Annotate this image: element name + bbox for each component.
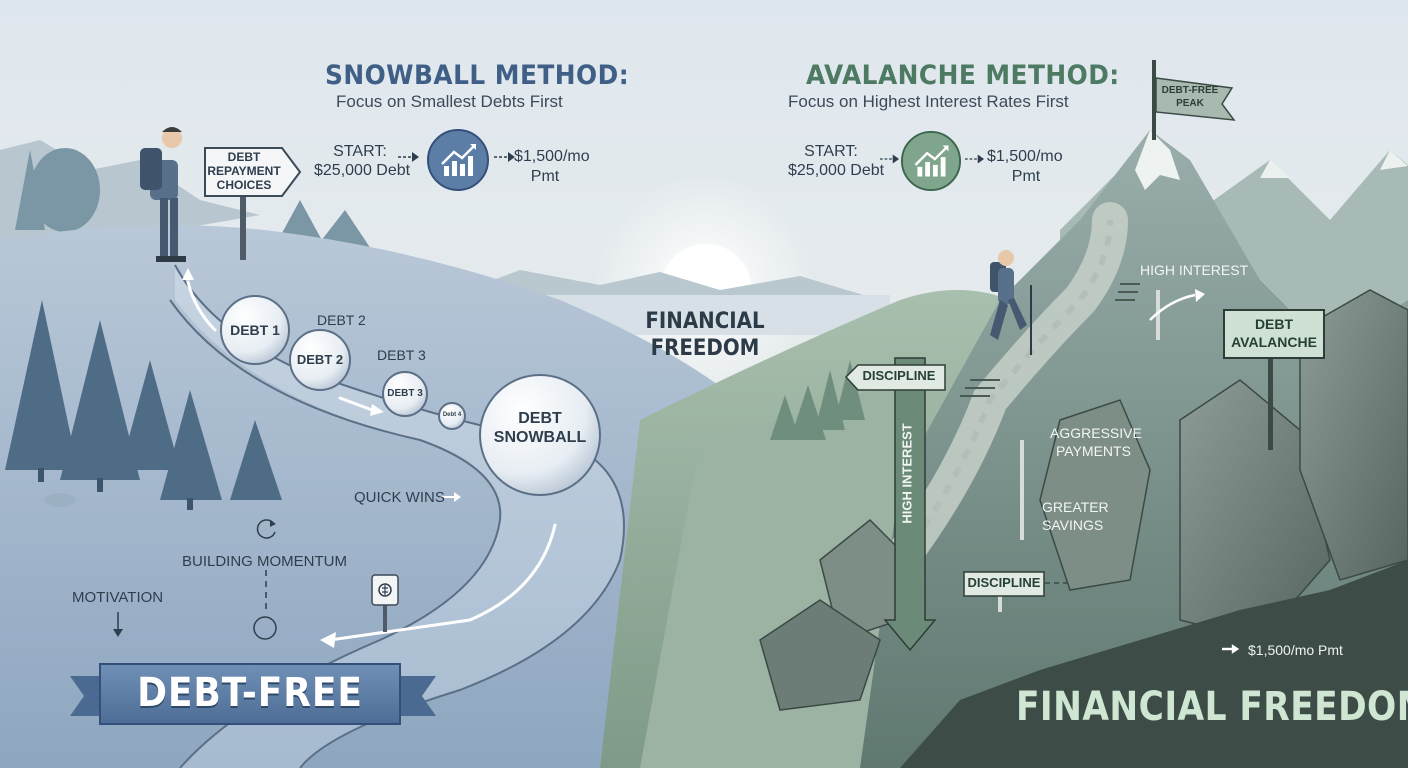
- financial-freedom-bottom-title: FINANCIAL FREEDOM: [1016, 684, 1408, 730]
- snowball-start-value: $25,000 Debt: [314, 162, 411, 179]
- financial-freedom-center-line-1: FINANCIAL: [645, 309, 765, 334]
- signpost-line-3: CHOICES: [216, 178, 272, 192]
- debt-snowball-line-2: SNOWBALL: [493, 429, 587, 446]
- flag-line-2: PEAK: [1176, 98, 1204, 109]
- snowball-payment-unit: Pmt: [530, 168, 560, 185]
- avalanche-payment: $1,500/mo: [987, 148, 1063, 165]
- avalanche-title: AVALANCHE METHOD:: [806, 60, 1120, 91]
- right-arrow-icon: [440, 490, 462, 504]
- avalanche-payment-unit: Pmt: [1011, 168, 1041, 185]
- debt-3-ball: DEBT 3: [387, 388, 423, 399]
- debt-2-label: DEBT 2: [317, 312, 366, 328]
- snowball-start-label: START:: [333, 143, 387, 160]
- right-arrow-icon: [494, 150, 516, 164]
- high-interest-top-label: HIGH INTEREST: [1140, 262, 1249, 278]
- building-momentum-label: BUILDING MOMENTUM: [182, 553, 347, 570]
- financial-freedom-center-line-2: FREEDOM: [650, 336, 760, 361]
- snowball-title: SNOWBALL METHOD:: [325, 60, 630, 91]
- quick-wins-label: QUICK WINS: [354, 489, 445, 506]
- high-interest-vertical-label: HIGH INTEREST: [899, 423, 915, 524]
- motivation-label: MOTIVATION: [72, 589, 164, 606]
- discipline-bottom-sign: DISCIPLINE: [967, 575, 1041, 590]
- discipline-top-sign: DISCIPLINE: [862, 368, 936, 383]
- debt-3-label: DEBT 3: [377, 347, 426, 363]
- aggressive-payments-line-2: PAYMENTS: [1056, 443, 1131, 459]
- right-arrow-icon: [398, 150, 420, 164]
- debt-1-ball: DEBT 1: [230, 322, 280, 338]
- snowball-subtitle: Focus on Smallest Debts First: [336, 92, 563, 111]
- signpost-line-2: REPAYMENT: [207, 164, 281, 178]
- avalanche-subtitle: Focus on Highest Interest Rates First: [788, 92, 1069, 111]
- avalanche-start-label: START:: [804, 143, 858, 160]
- aggressive-payments-line-1: AGGRESSIVE: [1050, 425, 1142, 441]
- down-arrow-icon: [112, 612, 124, 638]
- debt-avalanche-sign-line-2: AVALANCHE: [1231, 334, 1317, 350]
- greater-savings-line-2: SAVINGS: [1042, 517, 1104, 533]
- signpost-line-1: DEBT: [227, 150, 261, 164]
- right-arrow-icon: [1222, 642, 1240, 656]
- right-arrow-icon: [880, 152, 900, 166]
- snowball-chart-icon: [426, 128, 490, 192]
- refresh-icon: [254, 516, 280, 542]
- debt-avalanche-sign-line-1: DEBT: [1254, 316, 1294, 332]
- debt-snowball-line-1: DEBT: [518, 410, 562, 427]
- avalanche-chart-icon: [900, 130, 962, 192]
- debt-4-ball: Debt 4: [442, 412, 462, 418]
- greater-savings-line-1: GREATER: [1042, 499, 1109, 515]
- debt-2-ball: DEBT 2: [296, 352, 344, 367]
- avalanche-start-value: $25,000 Debt: [788, 162, 885, 179]
- avalanche-payment-note: $1,500/mo Pmt: [1248, 642, 1343, 658]
- flag-line-1: DEBT-FREE: [1161, 85, 1219, 96]
- right-arrow-icon: [965, 152, 985, 166]
- money-sign-icon: [376, 580, 394, 600]
- debt-free-banner: DEBT-FREE: [137, 670, 363, 716]
- snowball-payment: $1,500/mo: [514, 148, 590, 165]
